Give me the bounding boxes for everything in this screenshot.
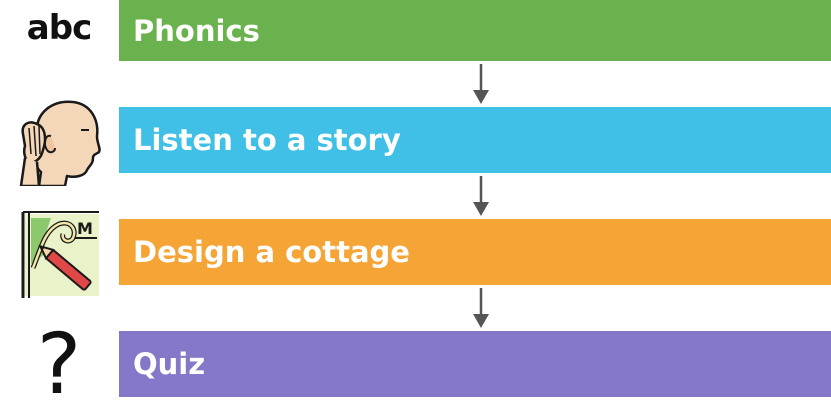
step-design-label: Design a cottage <box>133 235 410 269</box>
step-listen-to-a-story: Listen to a story <box>119 107 831 173</box>
step-phonics-label: Phonics <box>133 13 260 48</box>
step-phonics: Phonics <box>119 0 831 61</box>
abc-icon-text: abc <box>26 7 92 48</box>
question-mark-icon-glyph: ? <box>36 315 82 413</box>
svg-text:M: M <box>77 219 93 238</box>
step-quiz: Quiz <box>119 331 831 397</box>
down-arrow-icon <box>473 176 489 216</box>
down-arrow-icon <box>473 288 489 328</box>
step-listen-label: Listen to a story <box>133 123 401 157</box>
listening-ear-icon <box>8 94 110 186</box>
design-drawing-icon: M <box>8 208 110 300</box>
down-arrow-icon <box>473 64 489 104</box>
step-quiz-label: Quiz <box>133 347 206 381</box>
abc-icon: abc <box>8 0 110 55</box>
step-design-a-cottage: Design a cottage <box>119 219 831 285</box>
question-mark-icon: ? <box>8 318 110 410</box>
